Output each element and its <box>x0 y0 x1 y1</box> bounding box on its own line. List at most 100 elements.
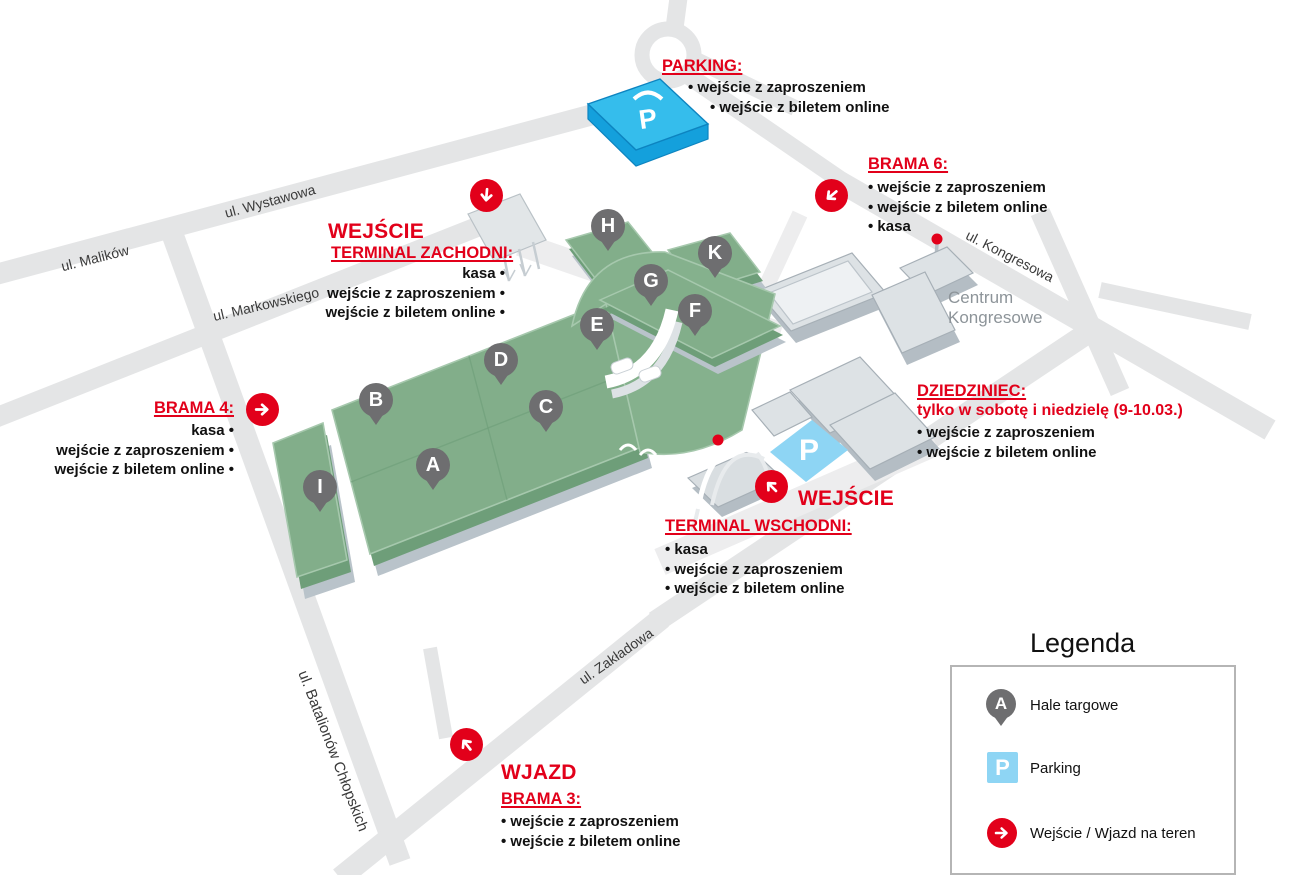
annotation-dziedziniec: DZIEDZINIEC: tylko w sobotę i niedzielę … <box>917 382 1183 462</box>
entrance-arrow-icon <box>755 470 788 503</box>
dome-arches <box>618 443 658 456</box>
hall-pin-c-icon: C <box>529 390 563 424</box>
hall-pin-e-icon: E <box>580 308 614 342</box>
place-label-centrum-kongresowe: Centrum Kongresowe <box>948 288 1043 327</box>
hall-letter: B <box>368 388 384 411</box>
annotation-line: • kasa <box>665 541 708 558</box>
road-zakladowa-low <box>333 609 669 875</box>
annotation-line: • wejście z zaproszeniem <box>665 560 843 578</box>
hall-pin-h-icon: H <box>591 209 625 243</box>
annotation-parking: PARKING: • wejście z zaproszeniem • wejś… <box>662 57 889 117</box>
annotation-line: kasa • <box>462 265 505 282</box>
hall-letter: I <box>317 475 323 498</box>
road-markowskiego <box>0 198 529 427</box>
annotation-line: wejście z zaproszeniem • <box>56 441 234 459</box>
walkway-gate6 <box>752 210 808 304</box>
legend-title: Legenda <box>1030 628 1136 658</box>
annotation-title: DZIEDZINIEC: <box>917 382 1027 400</box>
annotation-line: wejście z biletem online • <box>325 304 505 321</box>
dome-skylight <box>610 357 634 375</box>
dome-skylight <box>638 365 662 383</box>
entrance-arrow-icon <box>815 179 848 212</box>
roundabout-spoke-up <box>665 0 688 34</box>
hall-pin-g-icon: G <box>634 264 668 298</box>
annotation-heading: WEJŚCIE <box>328 220 424 243</box>
hall-pin-a-icon: A <box>416 448 450 482</box>
parking-p-icon: P <box>798 434 819 467</box>
annotation-subtitle: tylko w sobotę i niedzielę (9-10.03.) <box>917 402 1183 419</box>
legend-parking-icon: P <box>987 752 1018 783</box>
poi-dot-icon <box>712 434 724 446</box>
hall-pin-k-icon: K <box>698 236 732 270</box>
annotation-terminal-zachodni-title: TERMINAL ZACHODNI: <box>331 244 513 263</box>
hall-letter: G <box>643 269 659 292</box>
annotation-terminal-wschodni: TERMINAL WSCHODNI: • kasa • wejście z za… <box>665 517 852 599</box>
hall-letter: H <box>600 214 616 237</box>
legend-label-halls: Hale targowe <box>1030 697 1119 714</box>
road-kongresowa <box>834 172 1276 440</box>
roundabout-spoke-right <box>688 50 799 116</box>
hall-letter: K <box>707 241 723 264</box>
terminal-wschodni-structure <box>687 434 786 532</box>
entrance-arrow-icon <box>450 728 483 761</box>
annotation-line: wejście z zaproszeniem • <box>327 284 505 302</box>
annotation-brama6: BRAMA 6: • wejście z zaproszeniem • wejś… <box>868 155 1047 237</box>
hall-pin-d-icon: D <box>484 343 518 377</box>
hall-letter: A <box>425 453 441 476</box>
entrance-arrow-icon <box>470 179 503 212</box>
annotation-title: TERMINAL ZACHODNI: <box>331 244 514 262</box>
annotation-line: • kasa <box>868 218 911 235</box>
parking-north-structure <box>586 78 710 167</box>
legend-label-parking: Parking <box>1030 760 1081 777</box>
parking-roof-arc <box>632 90 664 101</box>
annotation-title: TERMINAL WSCHODNI: <box>665 517 852 535</box>
annotation-line: • wejście z biletem online <box>710 98 890 116</box>
road-batalionow <box>157 218 411 866</box>
parking-p-icon: P <box>636 102 659 136</box>
annotation-terminal-zachodni-lines: kasa • wejście z zaproszeniem • wejście … <box>225 264 505 323</box>
legend-hall-pin-icon: A <box>986 689 1016 719</box>
road-cross-vertical <box>1030 207 1130 397</box>
parking-east-structure <box>770 420 848 482</box>
road-to-kongresowa <box>680 66 864 200</box>
annotation-line: • wejście z biletem online <box>501 832 681 850</box>
annotation-line: • wejście z biletem online <box>665 580 845 597</box>
annotation-line: • wejście z zaproszeniem <box>868 179 1046 196</box>
annotation-line: • wejście z biletem online <box>917 443 1097 461</box>
hall-letter: E <box>590 313 604 336</box>
annotation-title: BRAMA 4: <box>153 399 234 417</box>
annotation-wejscie-wschodnie-heading: WEJŚCIE <box>798 487 894 511</box>
halls <box>272 221 786 599</box>
annotation-heading: WEJŚCIE <box>798 487 894 510</box>
road-cross-arm <box>1098 282 1252 330</box>
legend-hall-letter: A <box>994 694 1008 713</box>
annotation-brama3: WJAZD BRAMA 3: • wejście z zaproszeniem … <box>501 761 680 851</box>
annotation-line: • wejście z biletem online <box>868 198 1048 216</box>
annotation-line: kasa • <box>191 422 234 439</box>
annotation-wejscie-zachodnie-heading: WEJŚCIE <box>328 220 424 244</box>
hall-divider-col <box>468 355 508 501</box>
annotation-line: • wejście z zaproszeniem <box>501 813 679 830</box>
slabL-court <box>768 260 873 325</box>
hall-letter: C <box>538 395 554 418</box>
hall-letter: D <box>493 348 509 371</box>
annotation-line: wejście z biletem online • <box>54 461 234 478</box>
annotation-title: PARKING: <box>662 57 743 75</box>
annotation-title: BRAMA 3: <box>501 790 582 808</box>
poi-dot-icon <box>931 233 943 245</box>
annotation-title: BRAMA 6: <box>868 155 949 173</box>
road-wystawowa-malikow <box>0 84 669 285</box>
legend-entrance-arrow-icon <box>987 818 1017 848</box>
road-stub-south <box>423 646 453 740</box>
centrum-kongresowe-buildings <box>751 233 978 481</box>
legend-parking-letter: P <box>995 754 1010 780</box>
annotation-line: • wejście z zaproszeniem <box>688 79 866 96</box>
hall-pin-b-icon: B <box>359 383 393 417</box>
annotation-heading: WJAZD <box>501 761 577 784</box>
hall-pin-i-icon: I <box>303 470 337 504</box>
dome-walkway-white <box>604 308 679 389</box>
legend-label-entrance: Wejście / Wjazd na teren <box>1030 825 1196 842</box>
entrance-arrow-icon <box>246 393 279 426</box>
annotation-brama4: BRAMA 4: kasa • wejście z zaproszeniem •… <box>25 399 234 480</box>
